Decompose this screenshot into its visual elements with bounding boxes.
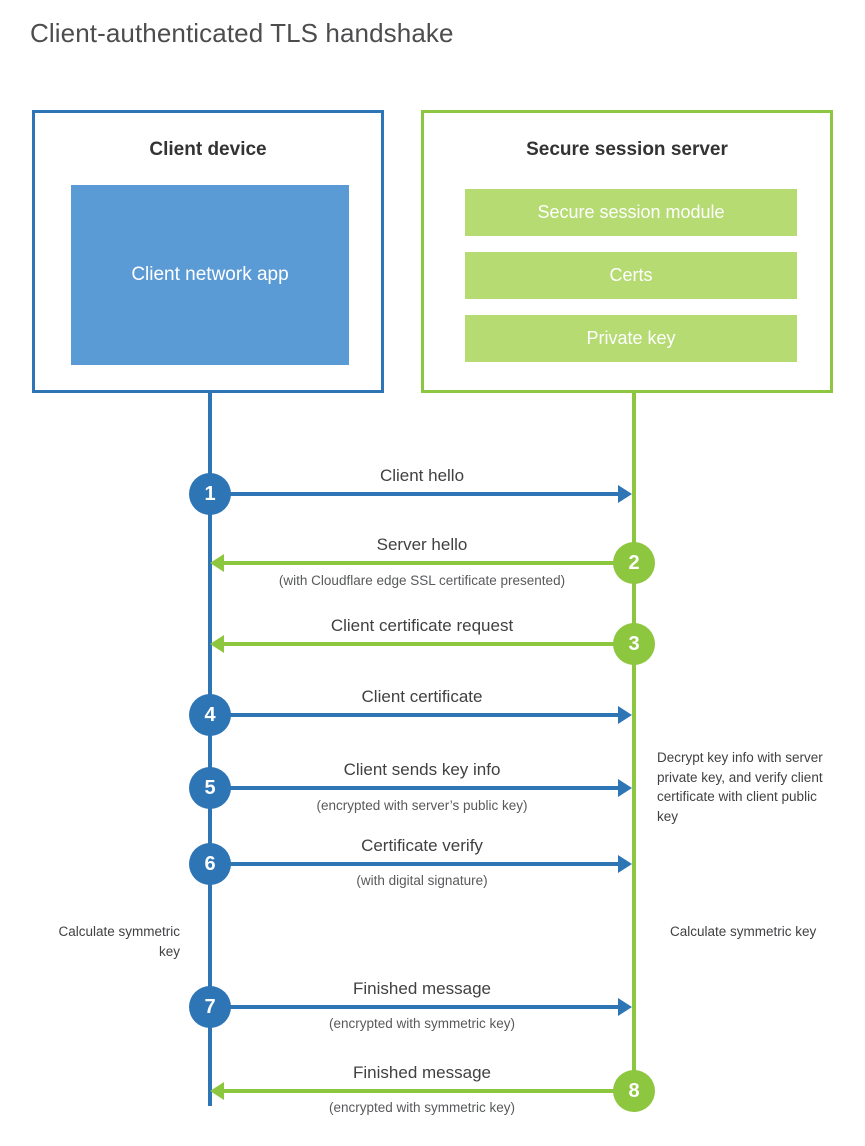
step-5-marker[interactable]: 5	[189, 767, 231, 809]
step-6-label: Certificate verify	[361, 836, 483, 855]
step-6-arrow-line	[210, 862, 618, 866]
step-5-arrow-line	[210, 786, 618, 790]
secure-session-server-title: Secure session server	[526, 139, 728, 160]
step-6-marker[interactable]: 6	[189, 843, 231, 885]
step-2-sublabel: (with Cloudflare edge SSL certificate pr…	[278, 573, 566, 588]
step-1-arrow-line	[210, 492, 618, 496]
step-4-arrow-head	[618, 706, 632, 724]
step-7-arrow-head	[618, 998, 632, 1016]
step-8-sublabel: (encrypted with symmetric key)	[328, 1100, 516, 1115]
step-5-label: Client sends key info	[343, 760, 501, 779]
step-1-label: Client hello	[379, 466, 465, 485]
step-3-marker[interactable]: 3	[613, 623, 655, 665]
step-8-arrow-line	[224, 1089, 634, 1093]
client-network-app-block: Client network app	[71, 185, 349, 365]
note-calculate-symmetric-key-client: Calculate symmetric key	[58, 924, 180, 959]
step-8-marker[interactable]: 8	[613, 1070, 655, 1112]
step-1-marker[interactable]: 1	[189, 473, 231, 515]
step-4-label: Client certificate	[361, 687, 483, 706]
server-component-private-key: Private key	[465, 315, 797, 362]
step-4-arrow-line	[210, 713, 618, 717]
step-2-arrow-line	[224, 561, 634, 565]
step-6-arrow-head	[618, 855, 632, 873]
step-4-marker[interactable]: 4	[189, 694, 231, 736]
step-2-marker[interactable]: 2	[613, 542, 655, 584]
secure-session-server-panel: Secure session server Secure session mod…	[421, 110, 833, 393]
step-1-arrow-head	[618, 485, 632, 503]
step-5-arrow-head	[618, 779, 632, 797]
client-lifeline	[208, 393, 212, 1106]
step-2-arrow-head	[210, 554, 224, 572]
step-3-arrow-line	[224, 642, 634, 646]
step-2-label: Server hello	[376, 535, 468, 554]
page-title: Client-authenticated TLS handshake	[30, 18, 454, 48]
client-device-title: Client device	[149, 139, 267, 160]
step-7-sublabel: (encrypted with symmetric key)	[328, 1016, 516, 1031]
server-component-certs: Certs	[465, 252, 797, 299]
step-7-label: Finished message	[353, 979, 491, 998]
server-lifeline	[632, 393, 636, 1093]
step-7-marker[interactable]: 7	[189, 986, 231, 1028]
step-8-label: Finished message	[353, 1063, 491, 1082]
step-3-label: Client certificate request	[330, 616, 514, 635]
note-decrypt-key-info: Decrypt key info with server private key…	[657, 750, 823, 824]
step-5-sublabel: (encrypted with server’s public key)	[316, 798, 528, 813]
step-3-arrow-head	[210, 635, 224, 653]
note-calculate-symmetric-key-server: Calculate symmetric key	[670, 924, 817, 939]
step-6-sublabel: (with digital signature)	[356, 873, 488, 888]
client-device-panel: Client device Client network app	[32, 110, 384, 393]
server-component-secure-session-module: Secure session module	[465, 189, 797, 236]
step-7-arrow-line	[210, 1005, 618, 1009]
step-8-arrow-head	[210, 1082, 224, 1100]
